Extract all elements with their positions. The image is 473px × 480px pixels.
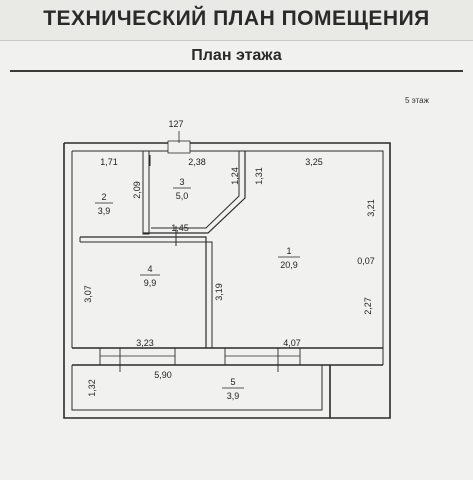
- dim-room4-height: 3,07: [83, 285, 93, 303]
- subtitle-underline: [10, 70, 463, 72]
- dim-balcony-width: 5,90: [154, 370, 172, 380]
- room-4: 4 9,9: [140, 264, 160, 288]
- room-5-area: 3,9: [227, 391, 240, 401]
- room-4-number: 4: [147, 264, 152, 274]
- document-title: ТЕХНИЧЕСКИЙ ПЛАН ПОМЕЩЕНИЯ: [43, 7, 430, 30]
- room-4-area: 9,9: [144, 278, 157, 288]
- room-2: 2 3,9: [95, 192, 113, 216]
- room-5-balcony: 5 3,9: [222, 377, 244, 401]
- dim-room1-right-upper: 3,21: [366, 199, 376, 217]
- dim-room1-bottom: 4,07: [283, 338, 301, 348]
- dim-room3-right: 1,24: [230, 167, 240, 185]
- windows: [99, 347, 301, 372]
- room-3-number: 3: [179, 177, 184, 187]
- interior-partitions: [79, 150, 246, 348]
- room-2-area: 3,9: [98, 206, 111, 216]
- room-3-area: 5,0: [176, 191, 189, 201]
- outer-walls: [63, 142, 391, 419]
- dim-room1-right-mid: 0,07: [357, 256, 375, 266]
- dim-top-door: 127: [168, 119, 183, 129]
- title-bar: ТЕХНИЧЕСКИЙ ПЛАН ПОМЕЩЕНИЯ: [0, 0, 473, 41]
- dim-room3-width: 2,38: [188, 157, 206, 167]
- room-1: 1 20,9: [278, 246, 300, 270]
- dim-room1-partition: 3,19: [214, 283, 224, 301]
- dim-room1-width: 3,25: [305, 157, 323, 167]
- dim-balcony-depth: 1,32: [87, 379, 97, 397]
- room-2-number: 2: [101, 192, 106, 202]
- room-1-area: 20,9: [280, 260, 298, 270]
- dim-room4-bottom: 3,23: [136, 338, 154, 348]
- door-marks: [149, 155, 177, 246]
- dimension-labels: 127 1,71 2,38 3,25 1,45 0,07 3,23 4,07 5…: [83, 119, 376, 397]
- plan-subtitle: План этажа: [191, 47, 282, 64]
- room-1-number: 1: [286, 246, 291, 256]
- dim-room1-right-lower: 2,27: [363, 297, 373, 315]
- dim-room2-width: 1,71: [100, 157, 118, 167]
- dim-room4-top: 1,45: [171, 223, 189, 233]
- dim-room2-height: 2,09: [132, 181, 142, 199]
- floor-label: 5 этаж: [405, 96, 429, 105]
- room-3: 3 5,0: [173, 177, 191, 201]
- dim-room1-left: 1,31: [254, 167, 264, 185]
- room-5-number: 5: [230, 377, 235, 387]
